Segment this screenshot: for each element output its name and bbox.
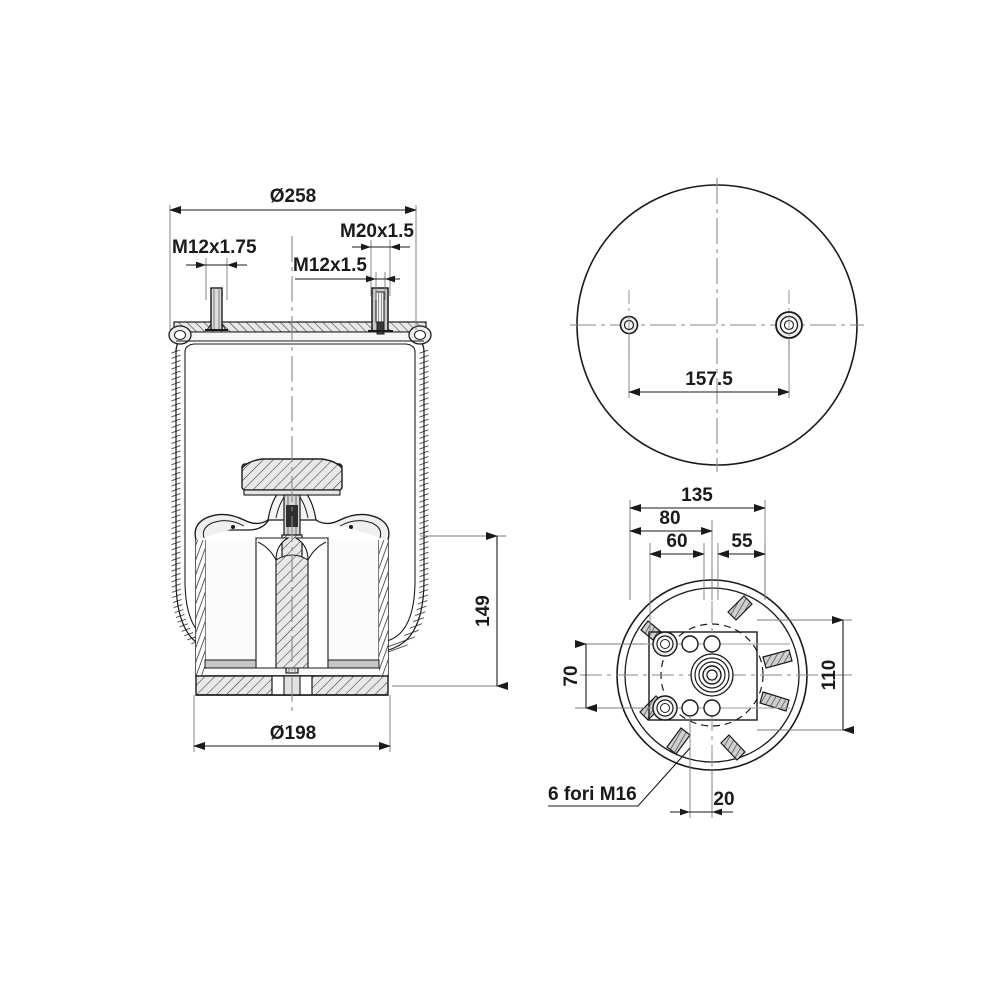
dim-label-80: 80 <box>659 508 680 529</box>
view-top-plate: 157.5 <box>570 178 864 472</box>
dim-label-thread-center: M12x1.5 <box>293 255 367 276</box>
bolt-hole-small-4 <box>703 699 721 717</box>
dim-label-55: 55 <box>731 531 753 552</box>
dim-width-80: 80 <box>629 508 713 600</box>
dim-height-149: 149 <box>392 532 508 690</box>
bolt-hole-small-1 <box>681 635 699 653</box>
dim-label-20: 20 <box>713 789 734 810</box>
dim-label-110: 110 <box>819 660 840 691</box>
bolt-hole-small-3 <box>681 699 699 717</box>
dim-label-135: 135 <box>681 485 713 506</box>
mounting-plate-outline <box>648 631 758 721</box>
bolt-holes-m16 <box>652 631 721 721</box>
piston-assembly <box>194 458 390 696</box>
bolt-hole-large-upper <box>652 631 678 657</box>
dim-height-70: 70 <box>561 640 645 712</box>
dim-outer-diameter: Ø258 <box>169 186 417 330</box>
dim-label-60: 60 <box>666 531 687 552</box>
dim-thread-right: M20x1.5 <box>340 221 414 296</box>
dim-label-height-149: 149 <box>473 595 494 627</box>
dim-thread-center: M12x1.5 <box>293 255 400 300</box>
dim-label-outer-diameter: Ø258 <box>270 186 316 207</box>
top-cover-plate <box>168 321 432 345</box>
dim-width-60: 60 <box>649 531 705 634</box>
view-bottom-piston: 135 80 60 55 70 <box>548 485 854 818</box>
dim-bolt-spacing-157: 157.5 <box>628 334 790 398</box>
view-front-section: Ø258 M12x1.75 M20x1.5 M12x1.5 <box>168 186 508 752</box>
note-label-6-fori-m16: 6 fori M16 <box>548 784 637 805</box>
dim-piston-diameter: Ø198 <box>193 695 391 752</box>
dim-label-thread-right: M20x1.5 <box>340 221 414 242</box>
dim-label-70: 70 <box>561 665 582 686</box>
dim-thread-left: M12x1.75 <box>172 237 257 300</box>
central-hub <box>690 653 734 697</box>
dim-label-thread-left: M12x1.75 <box>172 237 257 258</box>
bolt-hole-small-2 <box>703 635 721 653</box>
dim-label-piston-diameter: Ø198 <box>270 723 316 744</box>
dim-label-bolt-spacing: 157.5 <box>685 369 733 390</box>
dim-offset-20: 20 <box>670 716 735 818</box>
dim-width-55: 55 <box>717 531 766 600</box>
dim-height-110: 110 <box>757 616 854 734</box>
bolt-hole-large-lower <box>652 695 678 721</box>
stud-m12x175 <box>205 287 228 331</box>
note-6-holes-m16: 6 fori M16 <box>548 747 691 807</box>
